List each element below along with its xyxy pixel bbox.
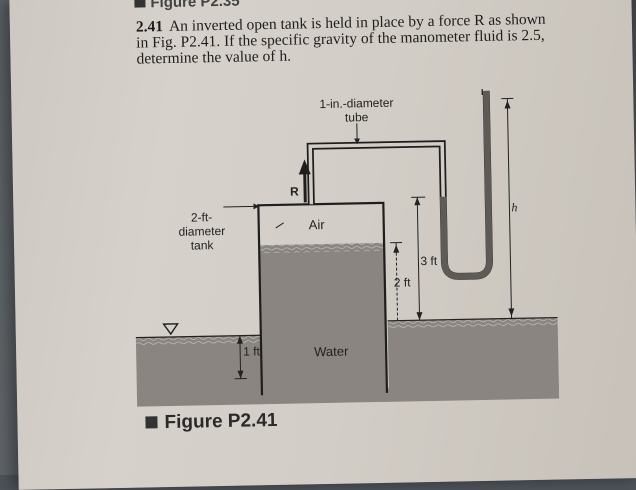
tank-water	[259, 243, 387, 395]
right-reservoir-water	[388, 318, 559, 396]
dim-h-label: h	[511, 200, 517, 215]
tank-diameter-label: 2-ft- diameter tank	[171, 210, 232, 253]
free-surface-marker-icon	[164, 324, 178, 334]
dim-3ft-line	[417, 197, 419, 320]
dim-2ft-label: 2 ft	[394, 275, 411, 289]
manometer-fluid	[441, 91, 490, 277]
tank-label-pointer	[223, 206, 256, 207]
air-label: Air	[309, 217, 325, 232]
water-label: Water	[314, 344, 348, 360]
figure-caption: Figure P2.41	[145, 410, 277, 435]
figure-diagram	[9, 0, 636, 490]
dim-1ft-label: 1 ft	[243, 344, 260, 358]
force-label: R	[290, 184, 299, 198]
dim-3ft-label: 3 ft	[420, 254, 437, 268]
tube-label: 1-in.-diameter tube	[301, 95, 412, 125]
caption-square-icon	[145, 416, 157, 428]
